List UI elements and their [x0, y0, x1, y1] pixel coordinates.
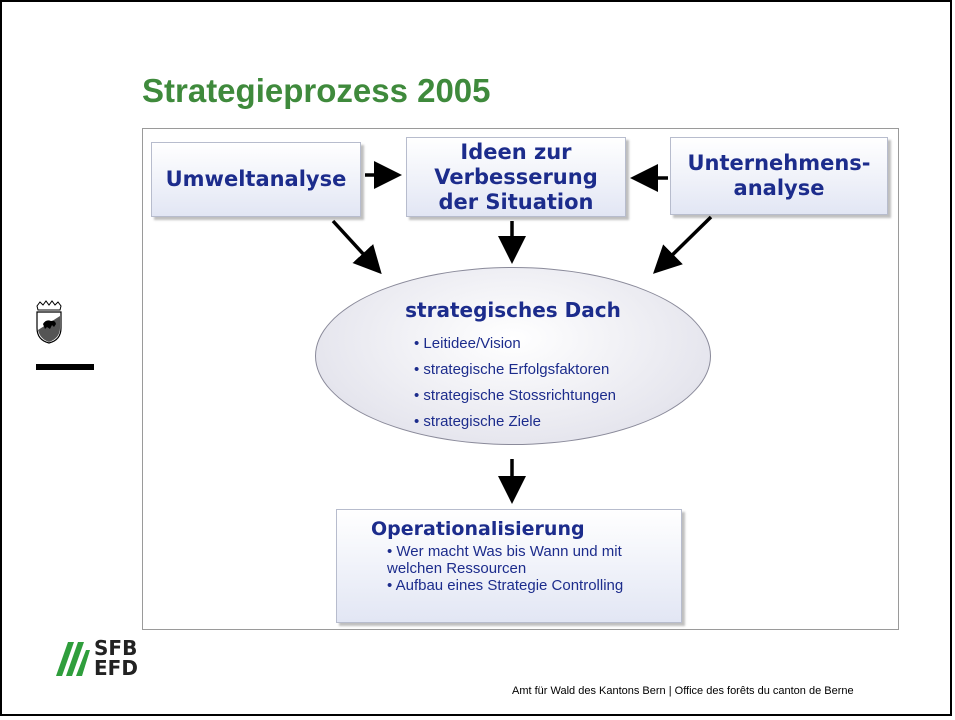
operationalisierung-title: Operationalisierung [371, 518, 585, 540]
umweltanalyse-box: Umweltanalyse [151, 142, 361, 217]
operationalisierung-box: Operationalisierung Wer macht Was bis Wa… [336, 509, 682, 623]
strategy-diagram: Umweltanalyse Ideen zur Verbesserung der… [142, 128, 899, 630]
arrow-umwelt-to-dach [331, 219, 382, 275]
logo-line-efd: EFD [94, 656, 138, 680]
unternehmensanalyse-box: Unternehmens- analyse [670, 137, 888, 215]
dach-item: Leitidee/Vision [414, 331, 616, 357]
dach-item: strategische Erfolgsfaktoren [414, 357, 616, 383]
dach-title: strategisches Dach [405, 298, 621, 322]
sfb-efd-logo: SFB EFD [54, 638, 138, 683]
dach-list: Leitidee/Vision strategische Erfolgsfakt… [414, 331, 616, 435]
op-item: Aufbau eines Strategie Controlling [387, 577, 677, 594]
diagram-arrows [331, 161, 713, 504]
dach-item: strategische Ziele [414, 409, 616, 435]
logo-line-sfb: SFB [94, 636, 138, 660]
op-item: Wer macht Was bis Wann und mit welchen R… [387, 543, 677, 577]
sfb-logo-icon [56, 642, 90, 676]
strategisches-dach-ellipse: strategisches Dach Leitidee/Vision strat… [315, 267, 711, 445]
slide-title: Strategieprozess 2005 [142, 72, 491, 109]
unternehmensanalyse-label: Unternehmens- analyse [687, 151, 871, 200]
arrow-unternehmen-to-dach [653, 215, 713, 274]
umweltanalyse-label: Umweltanalyse [165, 167, 347, 191]
dach-item: strategische Stossrichtungen [414, 383, 616, 409]
bern-crest-icon [36, 300, 62, 344]
logo-text: SFB EFD [94, 638, 138, 678]
operationalisierung-list: Wer macht Was bis Wann und mit welchen R… [387, 543, 677, 594]
crest-divider [36, 364, 94, 370]
ideen-box: Ideen zur Verbesserung der Situation [406, 137, 626, 217]
footer-text: Amt für Wald des Kantons Bern | Office d… [512, 685, 854, 697]
ideen-label: Ideen zur Verbesserung der Situation [434, 139, 598, 214]
